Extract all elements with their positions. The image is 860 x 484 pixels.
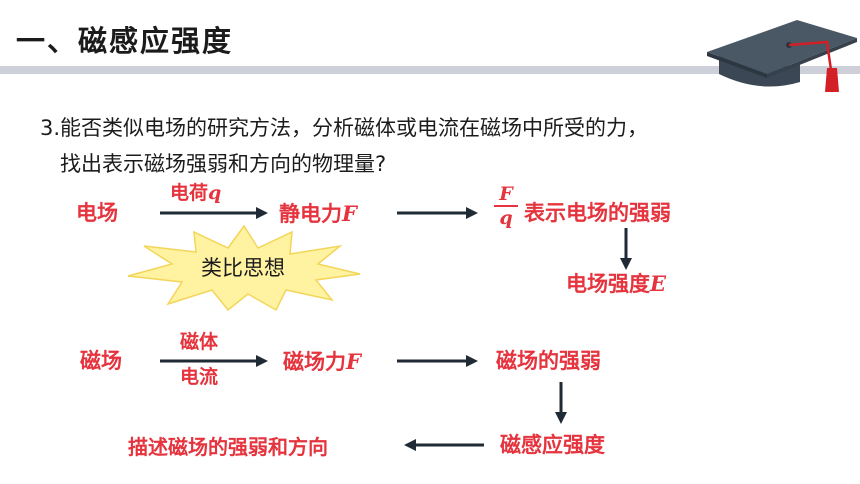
magnet-arrow-label: 磁体 bbox=[180, 331, 219, 353]
magnetic-force-label: 磁场力F bbox=[283, 349, 361, 374]
electric-field-label: 电场 bbox=[76, 201, 118, 225]
question-line-1: 3.能否类似电场的研究方法，分析磁体或电流在磁场中所受的力， bbox=[40, 116, 649, 140]
analogy-label: 类比思想 bbox=[201, 256, 285, 280]
magnetic-field-label: 磁场 bbox=[80, 349, 122, 373]
electric-force-label: 静电力F bbox=[279, 201, 357, 226]
analogy-starburst bbox=[127, 224, 361, 312]
force-over-charge-fraction: F q bbox=[494, 184, 518, 228]
title-underline-bar bbox=[0, 66, 860, 74]
magnetic-induction-label: 磁感应强度 bbox=[500, 433, 605, 457]
fraction-numerator: F bbox=[499, 183, 513, 205]
page-title: 一、磁感应强度 bbox=[16, 24, 234, 58]
fraction-denominator: q bbox=[499, 207, 513, 229]
magnetic-strength-label: 磁场的强弱 bbox=[496, 349, 601, 373]
current-arrow-label: 电流 bbox=[180, 366, 219, 388]
question-line-2: 找出表示磁场强弱和方向的物理量? bbox=[60, 152, 387, 176]
electric-field-strength-label: 电场强度E bbox=[566, 271, 667, 296]
electric-strength-meaning-label: 表示电场的强弱 bbox=[524, 201, 671, 225]
graduation-cap-icon bbox=[707, 20, 857, 92]
conclusion-label: 描述磁场的强弱和方向 bbox=[128, 435, 328, 459]
charge-arrow-label: 电荷q bbox=[170, 182, 222, 204]
question-text: 3.能否类似电场的研究方法，分析磁体或电流在磁场中所受的力， 找出表示磁场强弱和… bbox=[40, 110, 830, 182]
fraction-bar bbox=[494, 205, 518, 207]
